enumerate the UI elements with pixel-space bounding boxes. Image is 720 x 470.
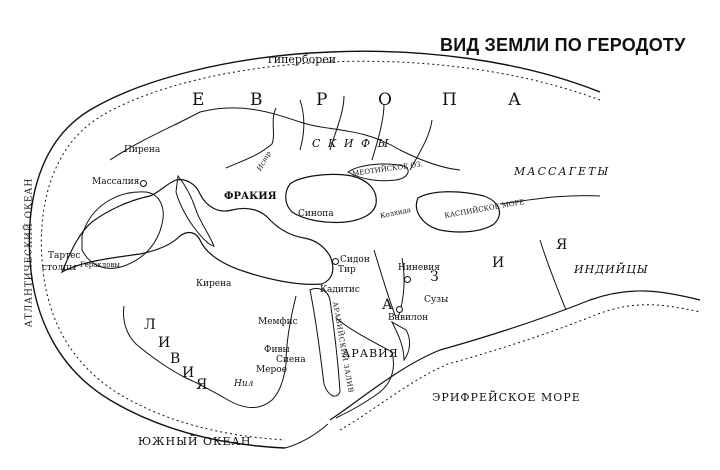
label-europe-6: А: [508, 90, 523, 110]
city-marker-babylon: [396, 306, 403, 313]
label-susa: Сузы: [424, 295, 449, 305]
arabian-gulf: [309, 287, 341, 397]
label-kadytis: Кадитис: [320, 285, 360, 295]
label-asia-4: Я: [556, 237, 568, 253]
iberia: [81, 191, 164, 269]
label-europe-3: Р: [316, 90, 330, 110]
label-arabia: АРАВИЯ: [342, 347, 399, 360]
euphrates-river: [373, 249, 397, 319]
label-syene: Сиена: [276, 355, 306, 365]
label-erythraean-sea: ЭРИФРЕЙСКОЕ МОРЕ: [432, 391, 581, 404]
map-title: ВИД ЗЕМЛИ ПО ГЕРОДОТУ: [440, 35, 686, 55]
italy: [175, 174, 215, 247]
label-europe-5: П: [442, 90, 459, 110]
label-babylon: Вавилон: [388, 313, 429, 323]
label-asia-2: З: [430, 269, 439, 285]
world-ocean-shading: [40, 60, 601, 441]
label-libya-4: И: [182, 365, 195, 381]
label-asia-1: А: [382, 297, 393, 313]
europe-coast: [109, 107, 461, 171]
scythian-river-2: [329, 95, 345, 151]
mediterranean-sea: [60, 179, 334, 285]
label-europe-1: Е: [192, 90, 207, 110]
istros-river: [225, 107, 277, 169]
label-massalia: Массалия: [92, 177, 140, 187]
label-tartessos: Тартес: [48, 251, 81, 261]
label-pillars: столпы: [42, 263, 77, 273]
caspian-sea: [415, 191, 501, 233]
label-europe-2: В: [250, 90, 265, 110]
label-tyre: Тир: [338, 265, 356, 275]
label-scythians: С К И Ф Ы: [312, 137, 391, 150]
label-asia-3: И: [492, 255, 505, 271]
tigris-river: [397, 257, 405, 319]
city-marker-nineveh: [404, 276, 411, 283]
label-libya-1: Л: [144, 317, 156, 333]
world-ocean-outline: [28, 50, 601, 449]
nile-river: [123, 295, 297, 408]
label-sidon: Сидон: [340, 255, 370, 265]
label-libya-3: В: [170, 351, 181, 367]
label-indians: ИНДИЙЦЫ: [574, 263, 649, 276]
scythian-river-3: [371, 103, 385, 161]
label-thrace: ФРАКИЯ: [222, 191, 279, 202]
label-meroe: Мерое: [256, 365, 288, 375]
erythraean-shading: [339, 304, 701, 431]
label-thebes: Фивы: [264, 345, 290, 355]
label-libya-2: И: [158, 335, 171, 351]
label-massagetae: МАССАГЕТЫ: [514, 165, 611, 178]
label-memphis: Мемфис: [258, 317, 298, 327]
massagetae-river: [499, 195, 601, 205]
label-libya-5: Я: [196, 377, 208, 393]
label-atlantic-ocean: АТЛАНТИЧЕСКИЙ ОКЕАН: [24, 177, 35, 328]
meotian-lake: [347, 163, 409, 182]
city-marker-massalia: [140, 180, 147, 187]
label-southern-ocean: ЮЖНЫЙ ОКЕАН: [138, 435, 252, 448]
label-sinope: Синопа: [298, 209, 334, 219]
city-marker-sidon: [332, 258, 339, 265]
label-nineveh: Ниневия: [398, 263, 440, 273]
arabia-outline: [335, 317, 394, 419]
scythian-river-1: [299, 99, 305, 151]
scythian-river-4: [409, 119, 433, 171]
label-hyperboreans: гипербореи: [268, 53, 337, 66]
label-europe-4: О: [378, 90, 394, 110]
black-sea: [285, 173, 377, 224]
label-hercules: Геракловы: [80, 261, 120, 269]
indus-river: [539, 239, 567, 311]
label-cyrene: Кирена: [196, 279, 232, 289]
label-nile: Нил: [234, 379, 254, 389]
label-pyrene: Пирена: [124, 145, 161, 155]
erythraean-coast: [329, 290, 701, 421]
libya-southern-coast: [284, 423, 329, 449]
persian-gulf: [390, 320, 411, 362]
